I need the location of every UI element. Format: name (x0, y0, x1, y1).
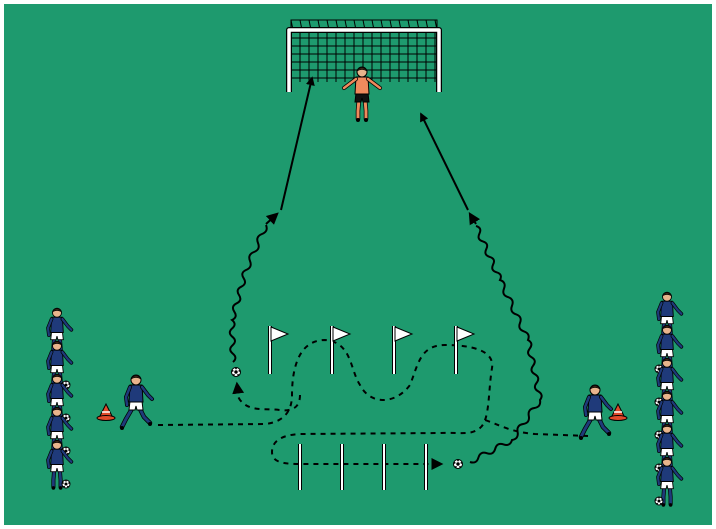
ball-icon (232, 368, 241, 377)
ball-icon (655, 497, 663, 505)
ball-icon (62, 480, 70, 488)
ball-icon (454, 460, 463, 469)
return-arrowhead (237, 384, 238, 392)
